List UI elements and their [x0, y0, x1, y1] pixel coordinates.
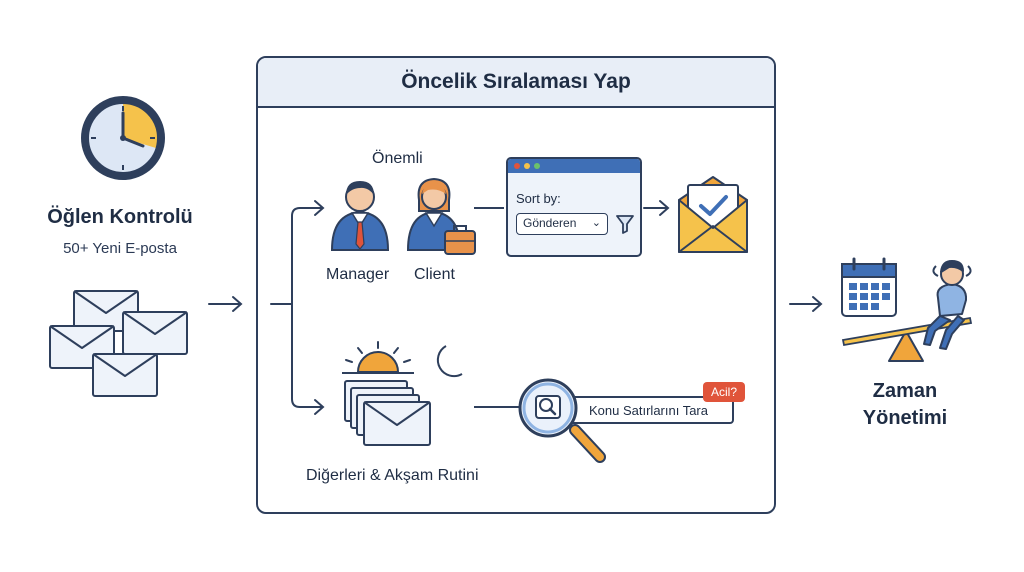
- sort-window: Sort by: Gönderen ⌄: [506, 157, 642, 257]
- urgent-badge: Acil?: [703, 382, 745, 402]
- important-label: Önemli: [372, 150, 423, 167]
- window-close-dot: [514, 163, 520, 169]
- client-label: Client: [414, 266, 455, 283]
- priority-panel: Öncelik Sıralaması Yap: [256, 56, 776, 514]
- filter-icon[interactable]: [616, 214, 634, 234]
- sort-by-value: Gönderen: [523, 216, 577, 230]
- relaxed-person-icon: [923, 260, 972, 350]
- priority-panel-title: Öncelik Sıralaması Yap: [401, 70, 631, 93]
- subject-scan-text: Konu Satırlarını Tara: [589, 403, 708, 418]
- midday-check-title: Öğlen Kontrolü: [47, 206, 193, 228]
- clock-icon: [81, 96, 165, 180]
- time-management-title-line2: Yönetimi: [862, 407, 948, 429]
- others-evening-label: Diğerleri & Akşam Rutini: [306, 467, 479, 484]
- time-management-title-line1: Zaman: [872, 380, 938, 402]
- magnifier-icon: [518, 378, 578, 438]
- window-titlebar: [508, 159, 640, 173]
- manager-label: Manager: [326, 266, 390, 283]
- new-email-count: 50+ Yeni E-posta: [63, 240, 177, 257]
- priority-panel-header: Öncelik Sıralaması Yap: [258, 58, 774, 108]
- sort-by-label: Sort by:: [516, 191, 561, 206]
- arrow-to-result: [789, 296, 823, 312]
- sort-by-select[interactable]: Gönderen ⌄: [516, 213, 608, 235]
- envelope-stack-icon: [49, 290, 188, 397]
- calendar-icon: [841, 257, 897, 317]
- arrow-into-panel: [208, 296, 243, 312]
- window-minimize-dot: [524, 163, 530, 169]
- chevron-down-icon: ⌄: [591, 217, 601, 229]
- window-maximize-dot: [534, 163, 540, 169]
